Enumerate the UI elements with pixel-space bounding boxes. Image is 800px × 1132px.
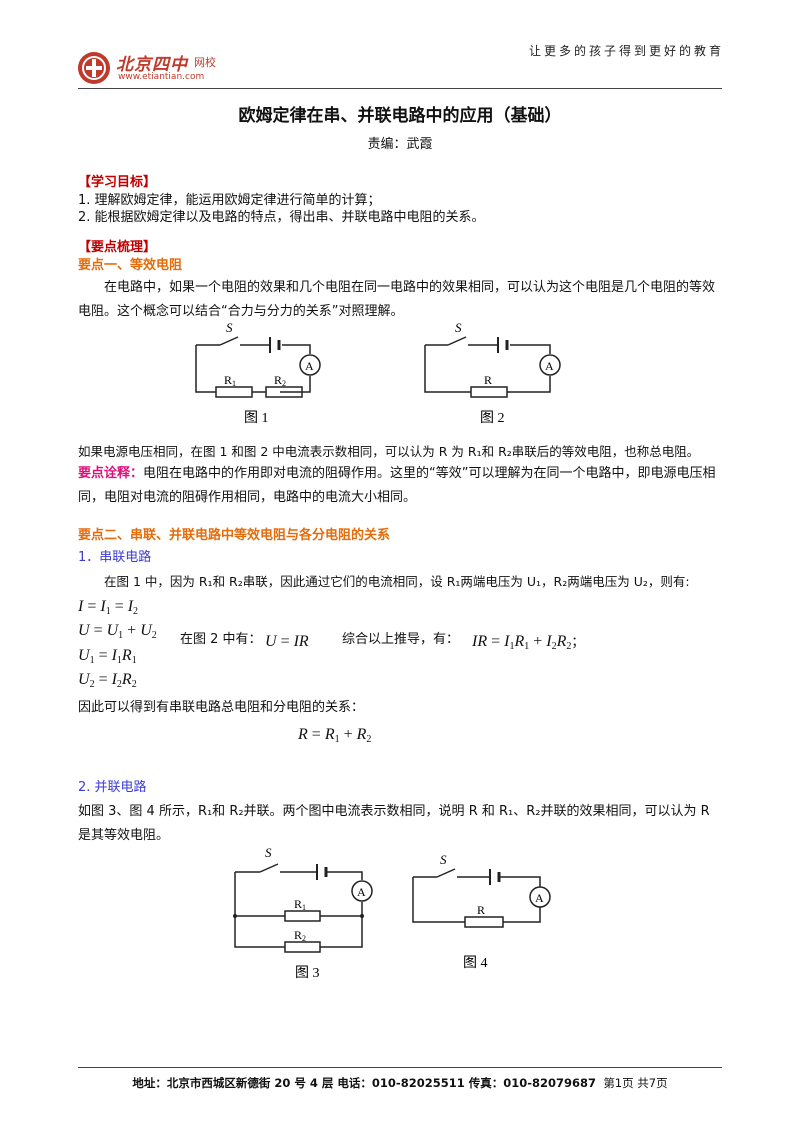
header-divider xyxy=(78,88,722,89)
logo-name: 北京四中 xyxy=(116,55,188,75)
formula-current: I = I1 = I2 xyxy=(78,598,139,617)
fig1-switch-label: S xyxy=(226,320,233,335)
fig1-r1-label: R1 xyxy=(224,373,236,388)
fig1-ammeter-label: A xyxy=(305,359,314,373)
footer-address: 地址：北京市西城区新德街 20 号 4 层 电话：010-82025511 传真… xyxy=(132,1076,596,1090)
formula-u2: U2 = I2R2 xyxy=(78,671,137,690)
fig4-ammeter-label: A xyxy=(535,891,544,905)
fig4-switch-label: S xyxy=(440,852,447,867)
logo-emblem-icon xyxy=(78,52,110,84)
page-title: 欧姆定律在串、并联电路中的应用（基础） xyxy=(238,106,562,126)
footer: 地址：北京市西城区新德街 20 号 4 层 电话：010-82025511 传真… xyxy=(0,1075,800,1091)
logo-url: www.etiantian.com xyxy=(118,72,205,82)
fig3-caption: 图 3 xyxy=(295,966,320,981)
fig3-switch-label: S xyxy=(265,845,272,860)
parallel-paragraph: 如图 3、图 4 所示，R₁和 R₂并联。两个图中电流表示数相同，说明 R 和 … xyxy=(78,804,710,843)
in-fig2-text: 在图 2 中有： xyxy=(180,632,262,647)
fig3-junction-left xyxy=(233,914,237,918)
point1-paragraph-2: 如果电源电压相同，在图 1 和图 2 中电流表示数相同，可以认为 R 为 R₁和… xyxy=(78,444,700,459)
editor: 责编：武霞 xyxy=(367,137,433,152)
formula-ohm: U = IR xyxy=(265,633,309,650)
fig4-r-label: R xyxy=(477,903,485,917)
footer-page: 第1页 共7页 xyxy=(603,1076,668,1090)
fig3-junction-right xyxy=(360,914,364,918)
formula-combined: IR = I1R1 + I2R2； xyxy=(472,633,585,652)
points-heading: 【要点梳理】 xyxy=(78,240,157,255)
point1-heading: 要点一、等效电阻 xyxy=(78,258,183,273)
parallel-subheading: 2. 并联电路 xyxy=(78,780,147,795)
fig3-r1-label: R1 xyxy=(294,897,306,912)
fig2-caption: 图 2 xyxy=(480,411,505,426)
formula-series-total: R = R1 + R2 xyxy=(298,726,372,745)
formula-voltage: U = U1 + U2 xyxy=(78,622,157,641)
fig1-caption: 图 1 xyxy=(244,411,269,426)
key-note-label: 要点诠释： xyxy=(78,466,144,481)
logo-suffix: 网校 xyxy=(194,56,216,69)
series-paragraph: 在图 1 中，因为 R₁和 R₂串联，因此通过它们的电流相同，设 R₁两端电压为… xyxy=(104,574,690,589)
fig4-caption: 图 4 xyxy=(463,956,488,971)
formula-u1: U1 = I1R1 xyxy=(78,647,137,666)
fig2-ammeter-label: A xyxy=(545,359,554,373)
key-note-text: 电阻在电路中的作用即对电流的阻碍作用。这里的“等效”可以理解为在同一个电路中，即… xyxy=(78,466,716,505)
series-subheading: 1．串联电路 xyxy=(78,550,152,565)
fig2-switch-label: S xyxy=(455,320,462,335)
combined-text: 综合以上推导，有： xyxy=(342,632,460,647)
logo: 北京四中 网校 www.etiantian.com xyxy=(76,50,246,86)
figure-3-4: S A R1 R2 图 3 S A R 图 4 xyxy=(233,845,551,981)
point1-paragraph: 在电路中，如果一个电阻的效果和几个电阻在同一电路中的效果相同，可以认为这个电阻是… xyxy=(78,280,716,319)
key-note: 要点诠释：电阻在电路中的作用即对电流的阻碍作用。这里的“等效”可以理解为在同一个… xyxy=(78,462,722,510)
goal-item-1: 1. 理解欧姆定律，能运用欧姆定律进行简单的计算； xyxy=(78,193,381,208)
slogan: 让更多的孩子得到更好的教育 xyxy=(528,44,724,58)
footer-divider xyxy=(78,1067,722,1068)
conclusion-text: 因此可以得到有串联电路总电阻和分电阻的关系： xyxy=(78,700,365,715)
fig3-ammeter-label: A xyxy=(357,885,366,899)
fig2-r-label: R xyxy=(484,373,492,387)
goal-item-2: 2. 能根据欧姆定律以及电路的特点，得出串、并联电路中电阻的关系。 xyxy=(78,210,485,225)
fig3-r2-label: R2 xyxy=(294,928,306,943)
goals-heading: 【学习目标】 xyxy=(78,175,157,190)
point2-heading: 要点二、串联、并联电路中等效电阻与各分电阻的关系 xyxy=(78,528,391,543)
figure-1-2: S A R1 R2 图 1 S A R 图 2 xyxy=(195,320,561,426)
fig1-r2-label: R2 xyxy=(274,373,286,388)
